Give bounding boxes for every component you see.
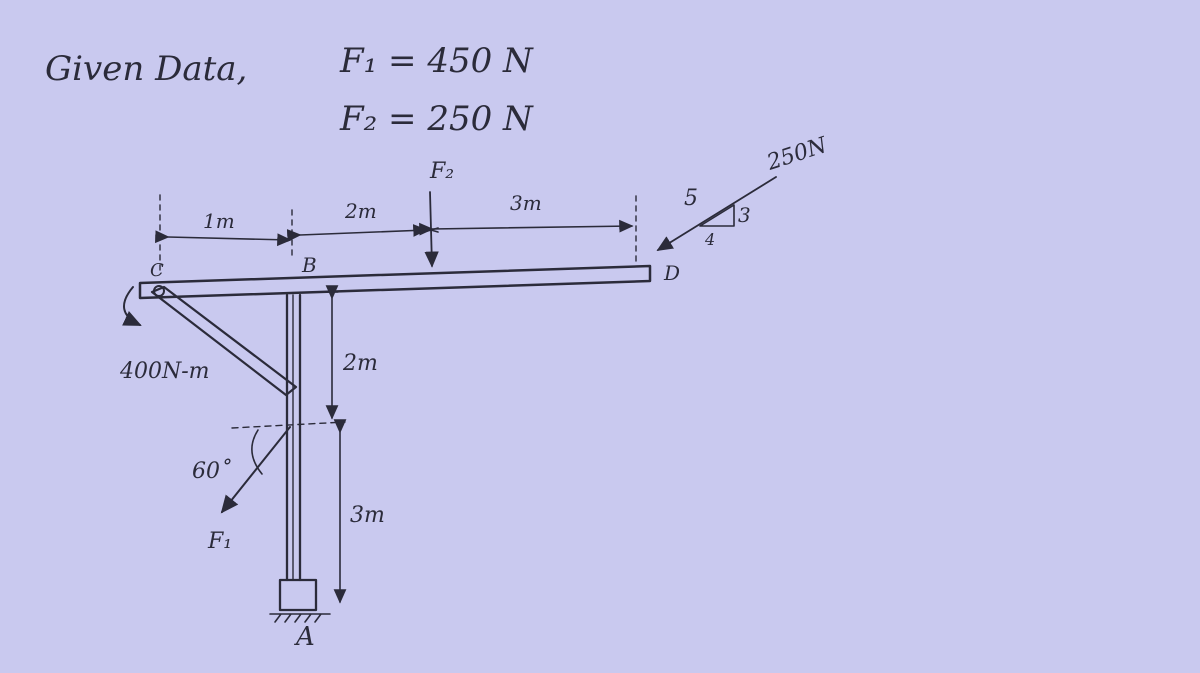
ground-hatching	[269, 613, 331, 623]
force-d-arrow	[656, 176, 777, 251]
angle-arc	[251, 429, 263, 475]
dim-label-cb: 1m	[203, 209, 235, 233]
label-force-d: 250N	[763, 133, 831, 176]
label-angle: 60˚	[192, 457, 231, 484]
dim-label-upper-column: 2m	[342, 351, 378, 376]
dim-label-lower-column: 3m	[350, 503, 385, 528]
dim-label-b-f2: 2m	[344, 199, 377, 223]
dim-line-f2-d	[419, 219, 634, 236]
label-slope-rise: 3	[738, 203, 751, 227]
force-f1-arrow	[220, 426, 291, 514]
horizontal-beam	[138, 264, 652, 300]
force-f2-arrow	[424, 191, 439, 268]
given-f1-value: F₁ = 450 N	[339, 41, 534, 81]
label-force-f1: F₁	[207, 529, 232, 554]
given-f2-value: F₂ = 250 N	[339, 99, 534, 139]
label-slope-run: 4	[704, 230, 715, 249]
label-point-d: D	[663, 261, 680, 285]
label-point-c: C	[150, 260, 164, 281]
moment-arc	[122, 286, 142, 326]
ref-line-f1-level	[231, 421, 346, 429]
dim-line-b-f2	[286, 224, 428, 242]
label-moment: 400N-m	[119, 359, 210, 384]
label-point-a: A	[294, 622, 315, 652]
dim-line-cb	[155, 230, 292, 247]
slope-triangle	[699, 204, 735, 227]
diagonal-brace	[150, 285, 298, 397]
support-block	[278, 578, 318, 612]
given-data-prefix: Given Data,	[45, 49, 247, 89]
label-slope-hyp: 5	[684, 186, 698, 211]
label-force-f2: F₂	[429, 159, 454, 184]
label-point-b: B	[301, 253, 317, 277]
force-f2-tick	[423, 227, 439, 233]
dim-label-f2-d: 3m	[510, 191, 542, 215]
